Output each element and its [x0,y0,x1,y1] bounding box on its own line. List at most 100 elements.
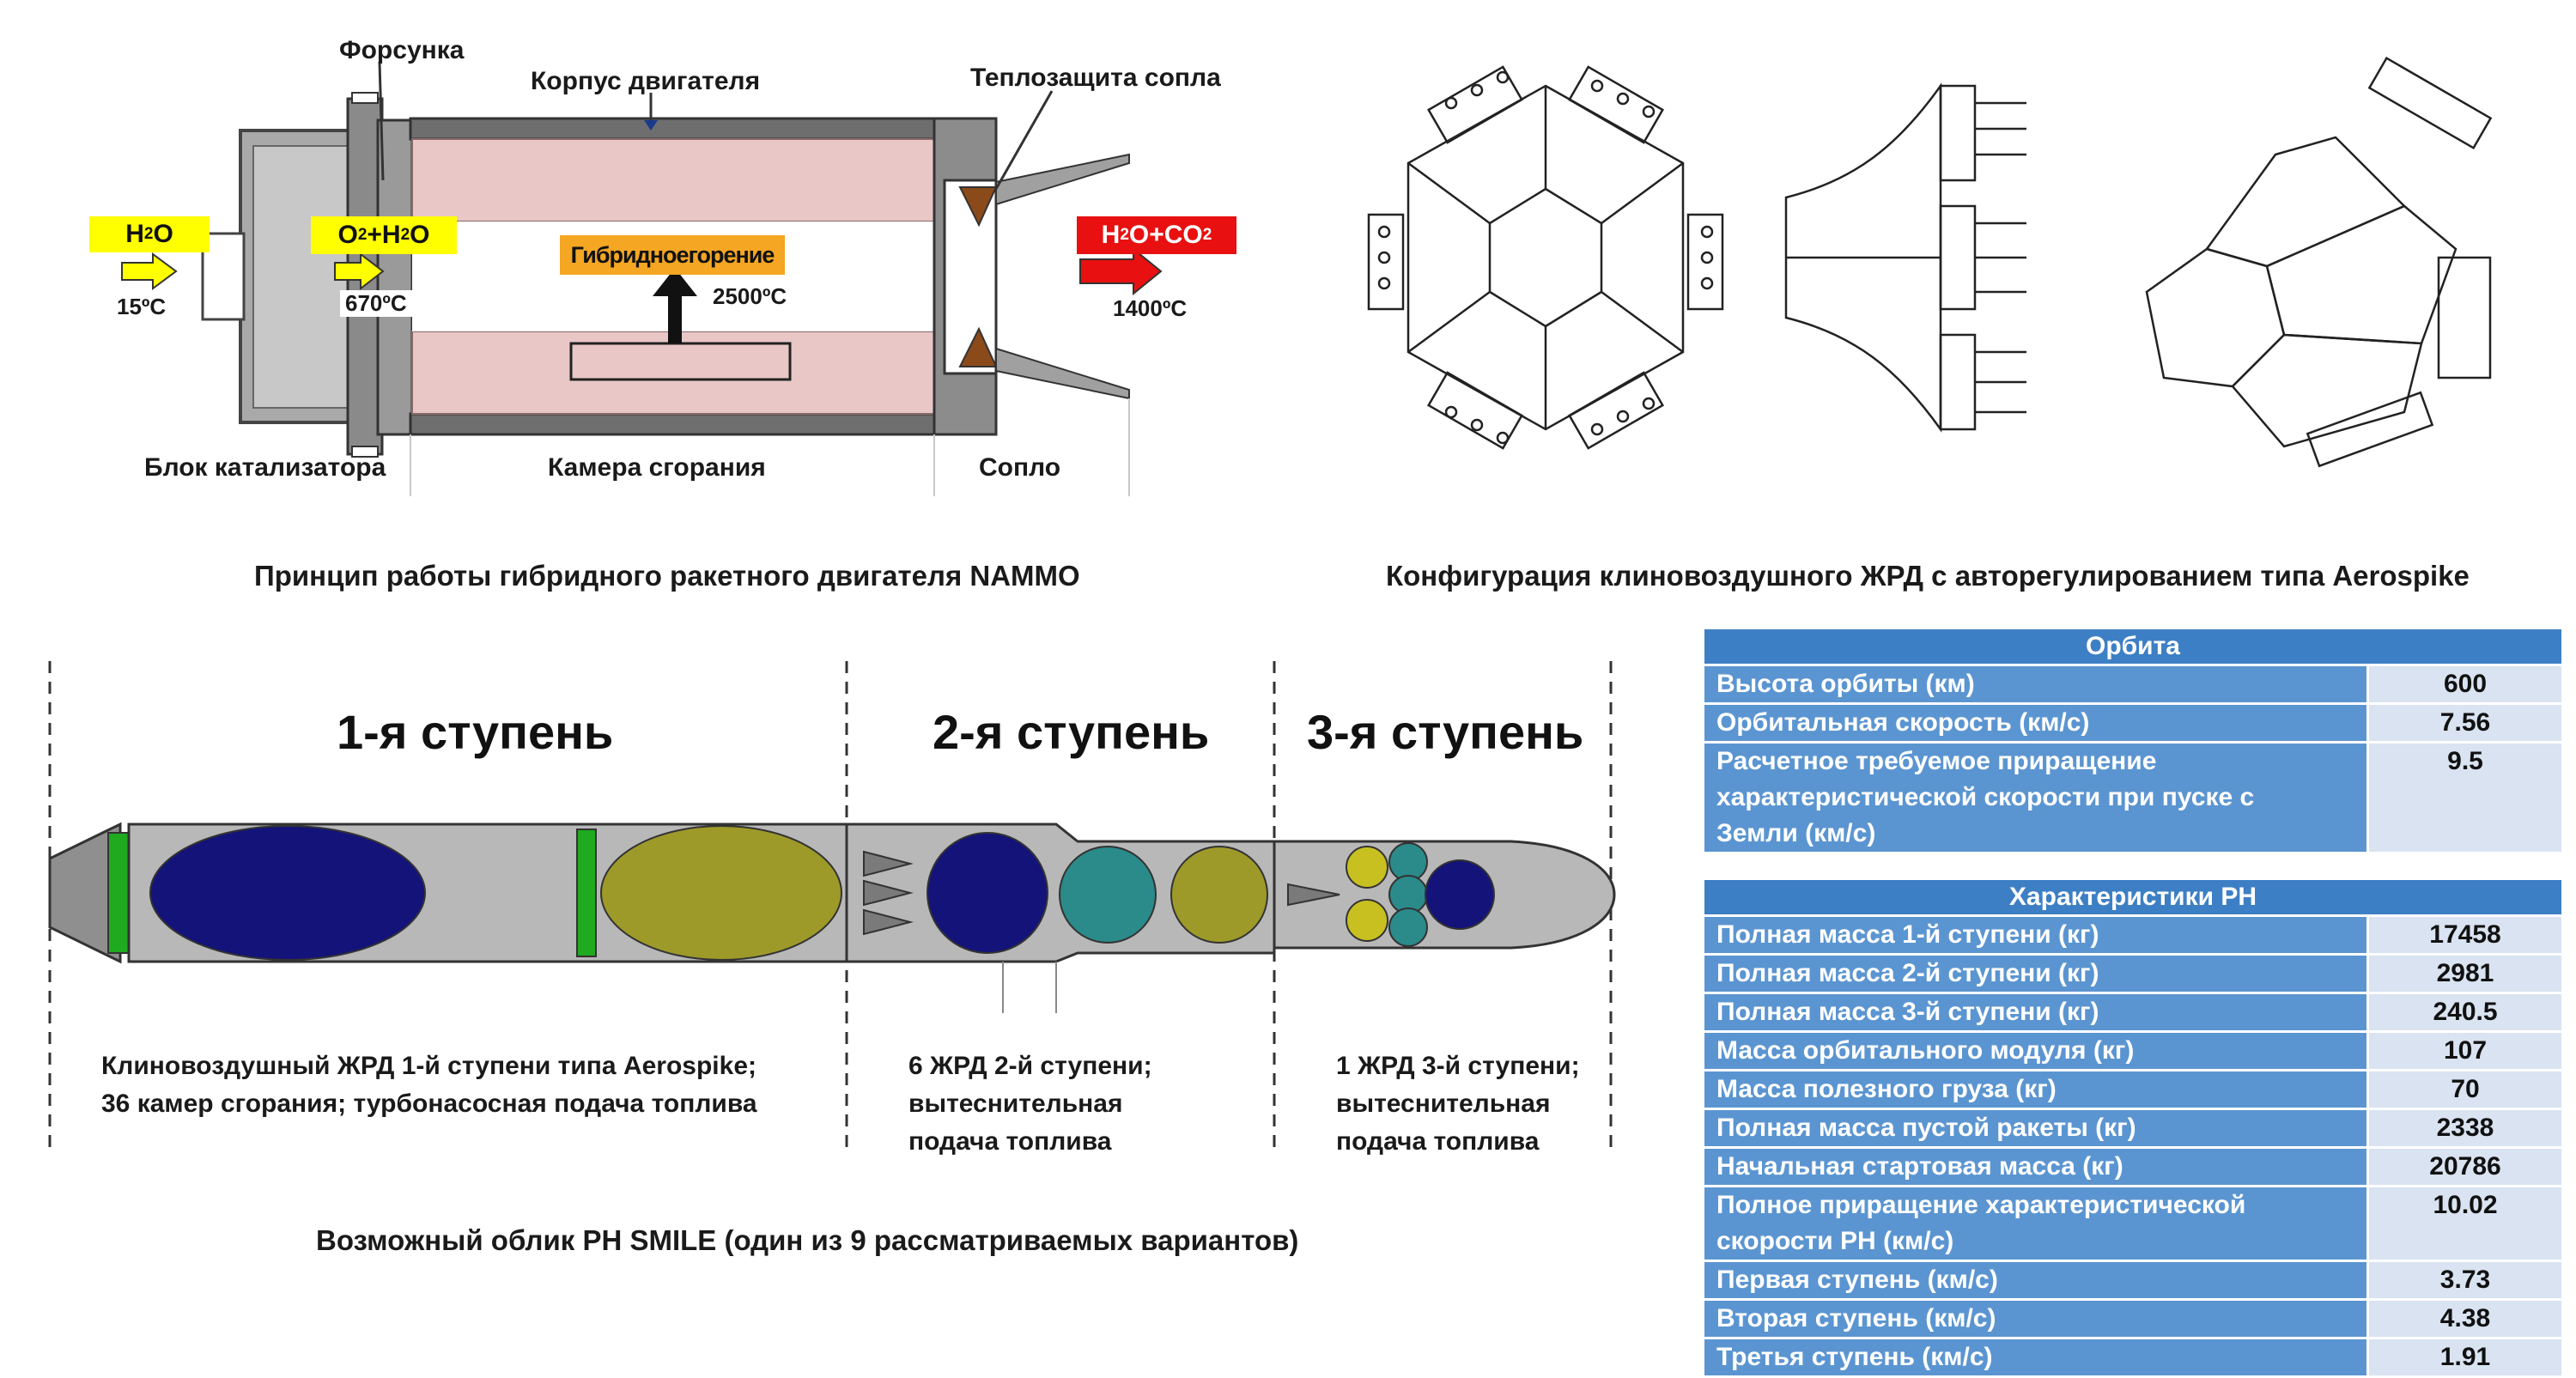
lv-table-row-value: 107 [2366,1030,2564,1071]
lv-table-row: Третья ступень (км/с) 1.91 [1702,1337,2564,1378]
lv-table-row: Начальная стартовая масса (кг) 20786 [1702,1146,2564,1187]
lv-table-row-value: 2338 [2366,1108,2564,1149]
lv-table-row-key-line: Полная масса 3-й ступени (кг) [1716,998,2099,1026]
engine-caption: Принцип работы гибридного ракетного двиг… [254,560,1080,592]
aerospike-nozzle [48,822,122,964]
lv-table-row-key-line: Масса полезного груза (кг) [1716,1075,2057,1103]
orbit-table-row: Расчетное требуемое приращение характерис… [1702,741,2564,854]
lv-table-row-key-line: Вторая ступень (км/с) [1716,1304,1996,1332]
lv-table-row: Первая ступень (км/с)3.73 [1702,1260,2564,1301]
thermal-label: Теплозащита сопла [970,64,1221,92]
lv-table-row-key-line: Полная масса 1-й ступени (кг) [1716,920,2099,949]
lv-table-row-value-text: 17458 [2429,920,2501,949]
lv-table-row-key-line: Полная масса 2-й ступени (кг) [1716,959,2099,987]
lv-table-row: Полная масса 1-й ступени (кг) 17458 [1702,914,2564,956]
lv-table-row-key: Полная масса пустой ракеты (кг) [1702,1108,2369,1149]
orbit-table-row-key-line: Расчетное требуемое приращение [1716,747,2157,775]
lv-table-row: Масса орбитального модуля (кг) 107 [1702,1030,2564,1071]
inlet-pipe [201,232,246,321]
lv-table-row-key-line: Третья ступень (км/с) [1716,1343,1993,1371]
body-label: Корпус двигателя [531,67,761,95]
rocket-caption: Возможный облик РН SMILE (один из 9 расс… [316,1224,1299,1256]
orbit-table-row-key-line: Земли (км/с) [1716,819,1876,847]
orbit-table-row-key: Высота орбиты (км) [1702,664,2369,705]
lv-table-row-value: 240.5 [2366,992,2564,1033]
orbit-table-row: Высота орбиты (км)600 [1702,664,2564,705]
aerospike-drawings [1367,56,2493,468]
chamber-label: Камера сгорания [548,453,766,482]
lv-table-row-value: 3.73 [2366,1260,2564,1301]
stage-2-title: 2-я ступень [933,705,1210,759]
lv-table-row-key: Полная масса 1-й ступени (кг) [1702,914,2369,956]
lv-table-row-key: Масса полезного груза (кг) [1702,1069,2369,1110]
lv-table-row-value-text: 70 [2451,1075,2480,1103]
thermal-protection [958,186,998,228]
lv-table-row-value-text: 20786 [2429,1152,2501,1181]
catalyst-label: Блок катализатора [144,453,386,482]
orbit-table-row-key: Орбитальная скорость (км/с) [1702,702,2369,744]
lv-table-row: Вторая ступень (км/с)4.38 [1702,1298,2564,1339]
aerospike-front-view [1367,65,1724,450]
stage-2-desc: 6 ЖРД 2-й ступени; вытеснительная подача… [908,1047,1152,1161]
hybrid-engine-diagram [121,61,1163,496]
stage-3-title: 3-я ступень [1307,705,1584,759]
lv-table-row-key: Полная масса 2-й ступени (кг) [1702,953,2369,994]
aerospike-side-view [1784,82,2026,433]
lv-table-row: Полная масса 3-й ступени (кг) 240.5 [1702,992,2564,1033]
orbit-table-row-key-line: Высота орбиты (км) [1716,670,1975,698]
orbit-table-row-key: Расчетное требуемое приращение характерис… [1702,741,2369,854]
stage-3-tank-blue [1425,859,1495,930]
stage-1-title: 1-я ступень [337,705,614,759]
combustion-temp: 2500ºC [713,283,787,309]
oxidizer-arrow [334,252,385,291]
nozzle-cone-top [995,153,1130,206]
orbit-table-row-key-line: характеристической скорости при пуске с [1716,783,2255,811]
lv-table-row: Масса полезного груза (кг) 70 [1702,1069,2564,1110]
lv-table-row-key: Полная масса 3-й ступени (кг) [1702,992,2369,1033]
lv-table-row-value-text: 10.02 [2433,1191,2498,1219]
stage-3-desc-line-3: подача топлива [1336,1127,1540,1156]
inlet-temp: 15ºC [117,294,167,319]
exhaust-arrow [1079,246,1163,296]
orbit-table-row-value: 7.56 [2366,702,2564,744]
lv-table-row-key: Начальная стартовая масса (кг) [1702,1146,2369,1187]
nozzle-label: Сопло [979,453,1061,482]
lv-table-row-value: 10.02 [2366,1185,2564,1262]
lv-table-row-value: 2981 [2366,953,2564,994]
engine-casing [409,117,945,141]
lv-table-row-key-line: Полная масса пустой ракеты (кг) [1716,1114,2136,1142]
stage-2-tank-olive [1170,846,1268,944]
lv-table-row-key: Вторая ступень (км/с) [1702,1298,2369,1339]
stage-2-desc-line-1: 6 ЖРД 2-й ступени; [908,1052,1152,1080]
stage-1-desc-line-2: 36 камер сгорания; турбонасосная подача … [101,1090,757,1118]
orbit-table-row-value-text: 9.5 [2447,747,2483,775]
injector-label: Форсунка [339,36,465,64]
stage-3-desc: 1 ЖРД 3-й ступени; вытеснительная подача… [1336,1047,1580,1161]
orbit-table-row-key-line: Орбитальная скорость (км/с) [1716,708,2090,737]
lv-table-row-value-text: 107 [2443,1036,2488,1065]
exhaust-temp: 1400ºC [1113,295,1188,321]
lv-table-row-value-text: 1.91 [2439,1343,2491,1371]
oxidizer-temp: 670ºC [340,290,412,317]
lv-table-row-value: 1.91 [2366,1337,2564,1378]
lv-table-row-key-line: скорости РН (км/с) [1716,1227,1954,1255]
fuel-grain-top [411,138,945,222]
orbit-table-row-value: 9.5 [2366,741,2564,854]
aerospike-iso-view [2145,56,2493,468]
combustion-chip: Гибридноегорение [560,235,785,275]
lv-table-row-key: Первая ступень (км/с) [1702,1260,2369,1301]
stage-1-tank-blue [149,825,426,961]
lv-table-row-value-text: 2338 [2436,1114,2494,1142]
stage-2-desc-line-2: вытеснительная [908,1090,1123,1118]
lv-table-row-key-line: Масса орбитального модуля (кг) [1716,1036,2135,1065]
stage-2-tank-teal [1059,846,1157,944]
stage-1-tank-olive [600,825,842,961]
lv-table-row-key: Масса орбитального модуля (кг) [1702,1030,2369,1071]
lv-table-header: Характеристики РН [1702,877,2564,917]
lv-table-row-key-line: Начальная стартовая масса (кг) [1716,1152,2123,1181]
